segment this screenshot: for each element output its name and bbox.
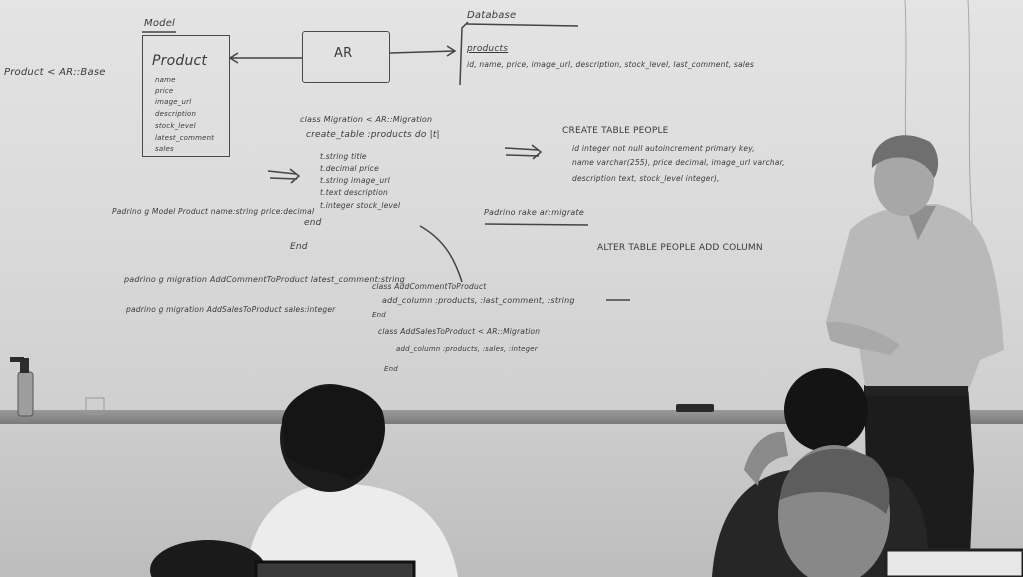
database-label: Database [467,10,517,21]
whiteboard-tray [0,410,1023,424]
end-keyword: End [384,365,398,373]
end-keyword: End [372,311,386,319]
products-columns: id, name, price, image_url, description,… [467,60,754,69]
product-field: sales [155,145,174,153]
ar-box-label: AR [334,46,353,61]
laptop-icon [254,560,416,577]
product-field: image_url [155,98,192,106]
laptop-right-icon [884,548,1023,577]
eraser-icon [676,404,714,412]
product-model-box [142,35,230,157]
add-column-line: add_column :products, :last_comment, :st… [382,296,575,305]
audience-head-bottom [150,540,266,577]
t-row: t.integer stock_level [320,201,401,210]
product-field: name [155,76,176,84]
sql-row: id integer not null autoincrement primar… [572,144,755,153]
audience-member-left [246,384,458,577]
migration-header: class Migration < AR::Migration [300,115,433,124]
alter-table: ALTER TABLE PEOPLE ADD COLUMN [597,243,763,253]
products-table-label: products [467,44,509,54]
class-add-comment: class AddCommentToProduct [372,282,487,291]
sql-row: description text, stock_level integer), [572,174,720,183]
t-row: t.text description [320,188,388,197]
generate-migration-command: padrino g migration AddCommentToProduct … [124,275,406,284]
end-keyword: end [304,218,322,228]
product-field: description [155,110,197,118]
generate-migration-command: padrino g migration AddSalesToProduct sa… [126,305,336,314]
product-field: price [155,87,174,95]
audience-member-front [778,445,890,577]
t-row: t.string title [320,152,367,161]
t-row: t.string image_url [320,176,390,185]
create-table-line: create_table :products do |t| [306,130,440,140]
product-field: latest_comment [155,134,215,142]
ar-box [302,31,390,83]
add-column-line: add_column :products, :sales, :integer [396,345,538,353]
cup-icon [85,397,105,415]
sql-create-header: CREATE TABLE PEOPLE [562,126,669,136]
generate-model-command: Padrino g Model Product name:string pric… [112,207,315,216]
model-label: Model [144,18,176,29]
rake-command: Padrino rake ar:migrate [484,208,584,217]
class-declaration: Product < AR::Base [4,67,106,78]
class-add-sales: class AddSalesToProduct < AR::Migration [378,327,541,336]
product-box-title: Product [152,53,208,69]
spray-bottle-icon [10,357,34,417]
end-keyword: End [290,242,308,252]
product-field: stock_level [155,122,196,130]
t-row: t.decimal price [320,164,379,173]
sql-row: name varchar(255), price decimal, image_… [572,158,785,167]
